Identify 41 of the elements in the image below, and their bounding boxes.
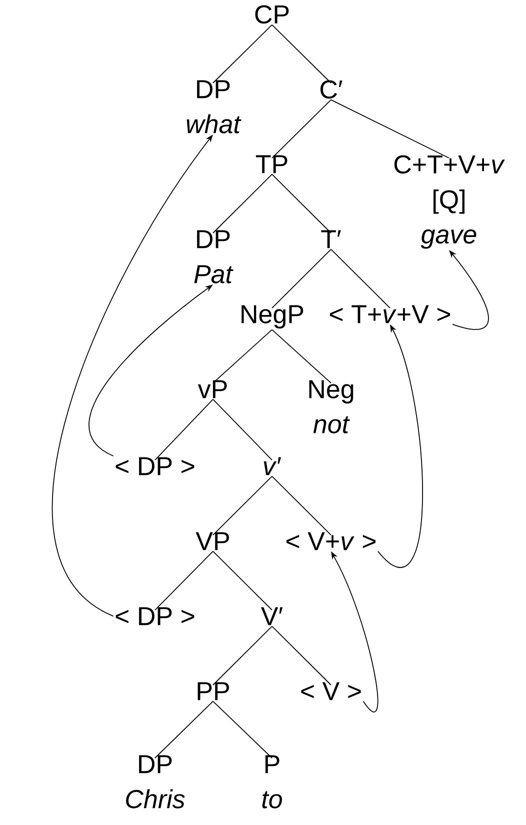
node-label: < DP >: [116, 607, 194, 626]
node-label: P to: [262, 755, 282, 808]
tree-branch: [272, 626, 332, 686]
node-label: VP: [196, 532, 229, 550]
tree-branch: [272, 24, 332, 84]
node-label: T′: [321, 230, 341, 248]
tree-branch: [212, 476, 272, 536]
node-label: < T+v+V >: [330, 305, 450, 324]
node-label: < DP >: [116, 457, 194, 476]
tree-branch: [212, 550, 272, 610]
tree-branch: [212, 626, 272, 686]
tree-branch: [330, 99, 450, 158]
tree-branch: [154, 550, 214, 610]
tree-branch: [272, 174, 332, 234]
node-label: V′: [261, 607, 283, 626]
node-label: DP Chris: [126, 755, 185, 808]
tree-branch: [212, 398, 272, 460]
tree-branch: [272, 476, 332, 536]
tree-branch: [212, 700, 272, 758]
tree-branch: [212, 329, 272, 384]
node-label: Neg not: [309, 380, 354, 434]
node-label: DP Pat: [194, 230, 234, 284]
node-label: DP what: [186, 80, 242, 134]
node-label: PP: [198, 682, 229, 700]
node-label: CP: [255, 5, 289, 24]
tree-branch: [154, 700, 214, 758]
tree-branch: [330, 248, 390, 308]
node-label: NegP: [242, 305, 304, 328]
node-label: vP: [198, 380, 227, 398]
node-label: C+T+V+v [Q] gave: [394, 155, 505, 249]
node-label: < V >: [301, 682, 361, 700]
node-label: C′: [320, 80, 342, 99]
tree-branch: [212, 24, 272, 84]
tree-branch: [154, 398, 214, 460]
tree-branch: [212, 174, 272, 234]
tree-branch: [272, 329, 332, 384]
node-label: < V+v >: [286, 532, 376, 550]
node-label: TP: [256, 155, 288, 174]
node-label: v′: [264, 457, 282, 476]
tree-branch: [272, 248, 332, 308]
tree-branch: [272, 99, 332, 158]
